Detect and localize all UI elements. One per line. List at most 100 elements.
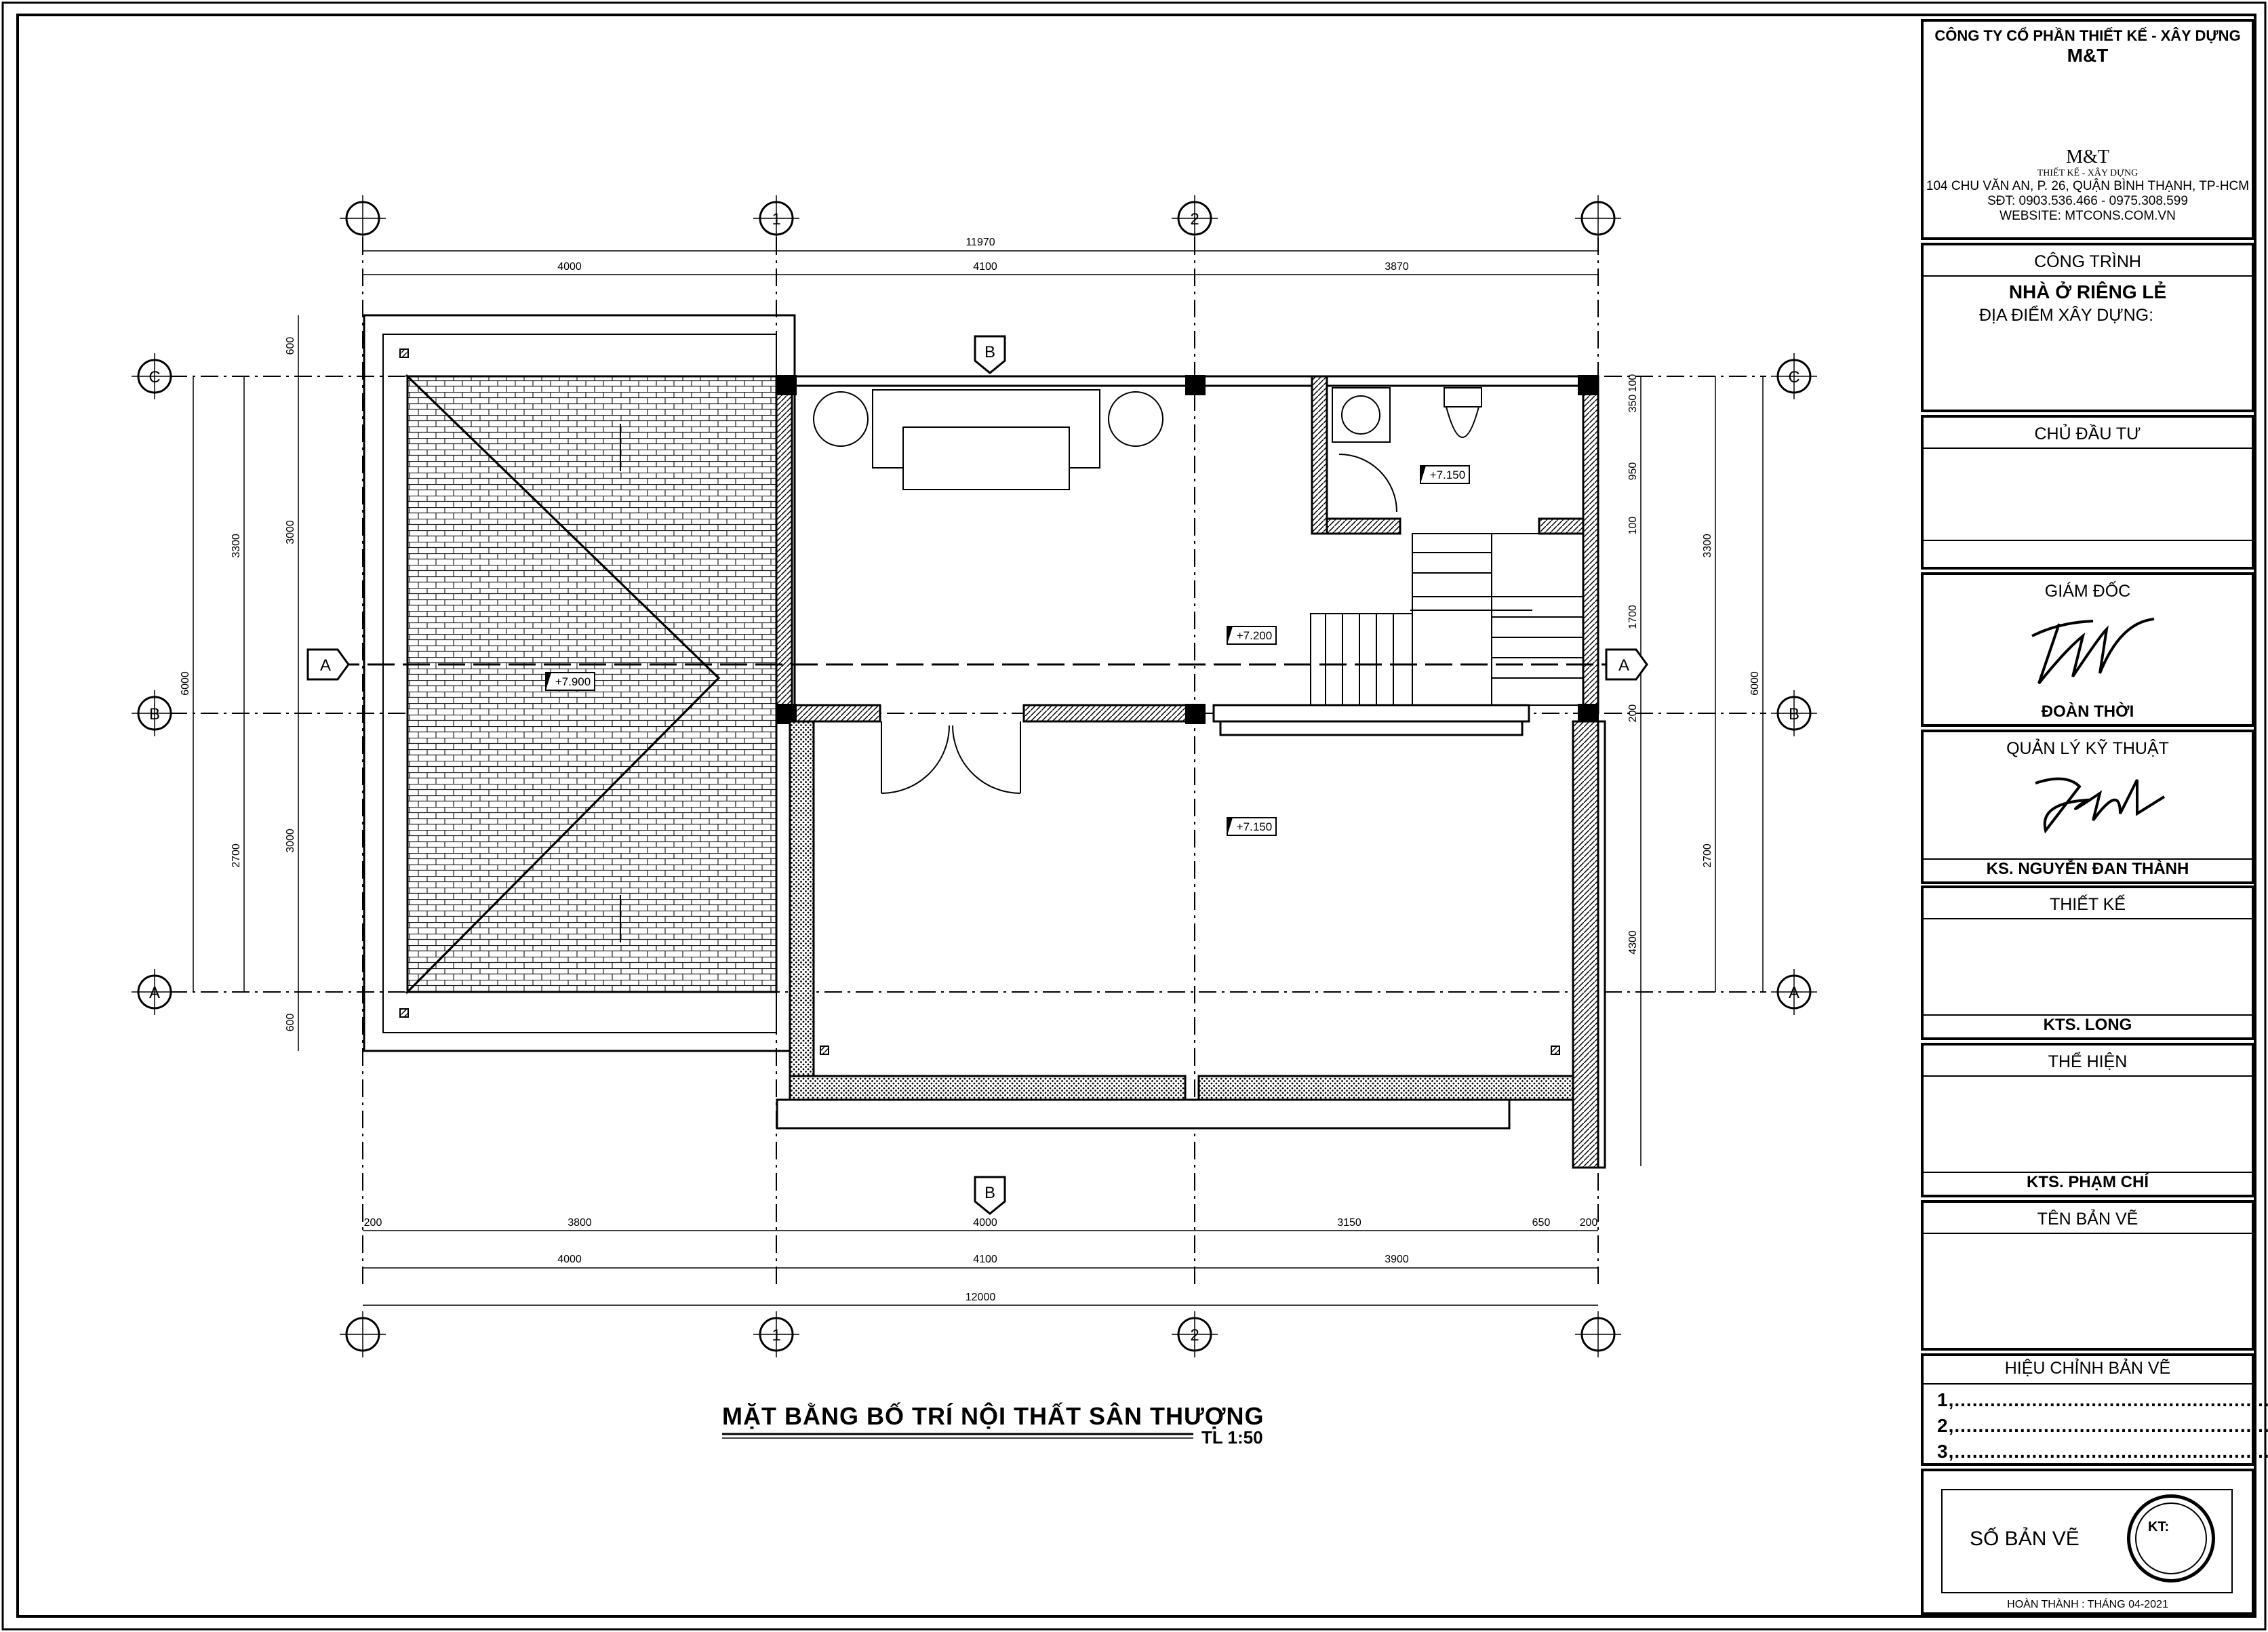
section-marker [306,648,350,681]
chair [813,391,869,447]
level-tag-mark [1420,466,1426,483]
project-location-label: ĐỊA ĐIỂM XÂY DỰNG: [1979,306,2154,325]
director-box: GIÁM ĐỐC ĐOÀN THỜI [1921,572,2254,727]
double-door [881,721,1021,794]
grid-bubble-label: C [1788,368,1799,386]
dim-text: 100 [1627,517,1639,535]
director-signature [2031,618,2155,685]
project-box: CÔNG TRÌNH NHÀ Ở RIÊNG LẺ ĐỊA ĐIỂM XÂY D… [1921,243,2254,412]
dim-text: 6000 [180,671,191,696]
drafter-box: THỂ HIỆN KTS. PHẠM CHÍ [1921,1043,2254,1197]
section-marker-label: B [984,1184,995,1202]
section-marker-label: A [1618,656,1629,675]
dim-text: 3800 [568,1217,592,1229]
design-header: THIẾT KẾ [2049,895,2126,914]
revision-line: 3,......................................… [1937,1441,2268,1462]
dim-text: 3870 [1385,261,1409,273]
logo-sub: THIẾT KẾ - XÂY DỰNG [2037,168,2138,178]
dim-text: 11970 [966,237,995,248]
coffee-table [902,426,1070,490]
revisions-header: HIỆU CHỈNH BẢN VẼ [2004,1359,2171,1378]
staircase [1310,533,1584,706]
dim-text: 950 [1627,462,1639,481]
dim-text: 200 [1627,704,1639,723]
level-text: +7.900 [555,675,591,688]
revision-line: 1,......................................… [1937,1389,2268,1410]
stamp-text: KT: [2148,1519,2170,1534]
company-short: M&T [2067,45,2109,66]
dim-text: 3150 [1337,1217,1361,1229]
revisions-box: HIỆU CHỈNH BẢN VẼ 1,....................… [1921,1353,2268,1466]
section-marker-label: B [984,343,995,361]
drawing-title-text: MẶT BẰNG BỐ TRÍ NỘI THẤT SÂN THƯỢNG [722,1402,1265,1430]
section-marker [974,335,1006,374]
dim-text: 1700 [1627,605,1639,629]
sheet-number-box: SỐ BẢN VẼ KT: HOÀN THÀNH : THÁNG 04-2021 [1921,1469,2254,1615]
dim-text: 4000 [557,261,582,273]
drawing-title: MẶT BẰNG BỐ TRÍ NỘI THẤT SÂN THƯỢNG [722,1402,1265,1431]
tech-signature [2035,777,2166,834]
dim-text: 350 [1627,395,1639,413]
level-text: +7.150 [1430,469,1465,481]
section-marker [974,1176,1006,1215]
dim-text: 4000 [973,1217,997,1229]
grid-bubble-label: A [1789,984,1799,1002]
dim-text: 600 [285,337,296,355]
tech-header: QUẢN LÝ KỸ THUẬT [2006,739,2169,758]
level-text: +7.150 [1237,820,1272,833]
dim-text: 4100 [973,261,997,273]
dim-text: 650 [1532,1217,1551,1229]
level-tag-mark [546,673,551,690]
project-header: CÔNG TRÌNH [2034,252,2141,271]
company-name: CÔNG TY CỔ PHẦN THIẾT KẾ - XÂY DỰNG [1934,27,2241,44]
drafter-name: KTS. PHẠM CHÍ [2027,1173,2149,1191]
terrace-parapet [776,720,1606,1169]
sheet-inner-border [16,14,2256,1618]
grid-bubble-label: B [1789,705,1799,723]
company-box: CÔNG TY CỔ PHẦN THIẾT KẾ - XÂY DỰNG M&T … [1921,19,2254,240]
revision-line: 2,......................................… [1937,1415,2268,1436]
grid-bubble-label: 2 [1190,1326,1199,1345]
dim-text: 600 [285,1014,296,1032]
company-address: 104 CHU VĂN AN, P. 26, QUẬN BÌNH THẠNH, … [1926,179,2250,193]
project-name: NHÀ Ở RIÊNG LẺ [2008,281,2167,302]
dim-text: 3900 [1385,1254,1409,1265]
level-text: +7.200 [1237,629,1272,642]
plan [170,64,2244,1439]
director-header: GIÁM ĐỐC [2044,582,2131,601]
dim-text: 100 [1627,374,1639,393]
grid-bubble-label: 2 [1190,210,1199,228]
director-name: ĐOÀN THỜI [2041,702,2134,721]
company-phone: SĐT: 0903.536.466 - 0975.308.599 [1987,194,2188,208]
grid-bubble-label: C [148,368,160,386]
dim-text: 4100 [973,1254,997,1265]
dim-text: 4000 [557,1254,582,1265]
sheet-number-label: SỐ BẢN VẼ [1970,1528,2080,1550]
dim-text: 2700 [1702,843,1713,868]
toilet [1444,387,1482,407]
chair [1108,391,1163,447]
drawing-scale: TL 1:50 [1201,1427,1263,1448]
owner-header: CHỦ ĐẦU TƯ [2034,424,2141,443]
section-marker-label: A [320,656,331,675]
level-tag [1227,626,1277,645]
sheet-name-header: TÊN BẢN VẼ [2037,1210,2138,1229]
dim-text: 3000 [285,520,296,544]
grid-bubble-label: A [149,984,160,1002]
tech-box: QUẢN LÝ KỸ THUẬT KS. NGUYỄN ĐAN THÀNH [1921,730,2254,884]
dim-text: 3000 [285,829,296,853]
dim-text: 2700 [231,843,242,868]
design-box: THIẾT KẾ KTS. LONG [1921,885,2254,1040]
dimension-lines [193,250,1764,1306]
company-website: WEBSITE: MTCONS.COM.VN [2000,209,2176,223]
sheet-name-box: TÊN BẢN VẼ [1921,1200,2254,1351]
roof-outline [363,314,796,1052]
dim-text: 12000 [966,1292,996,1303]
wc-door-swing [1338,454,1397,513]
columns [776,375,1598,724]
grid-bubble-label: 1 [772,210,780,228]
completed-date: HOÀN THÀNH : THÁNG 04-2021 [2007,1599,2168,1610]
owner-box: CHỦ ĐẦU TƯ [1921,415,2254,570]
